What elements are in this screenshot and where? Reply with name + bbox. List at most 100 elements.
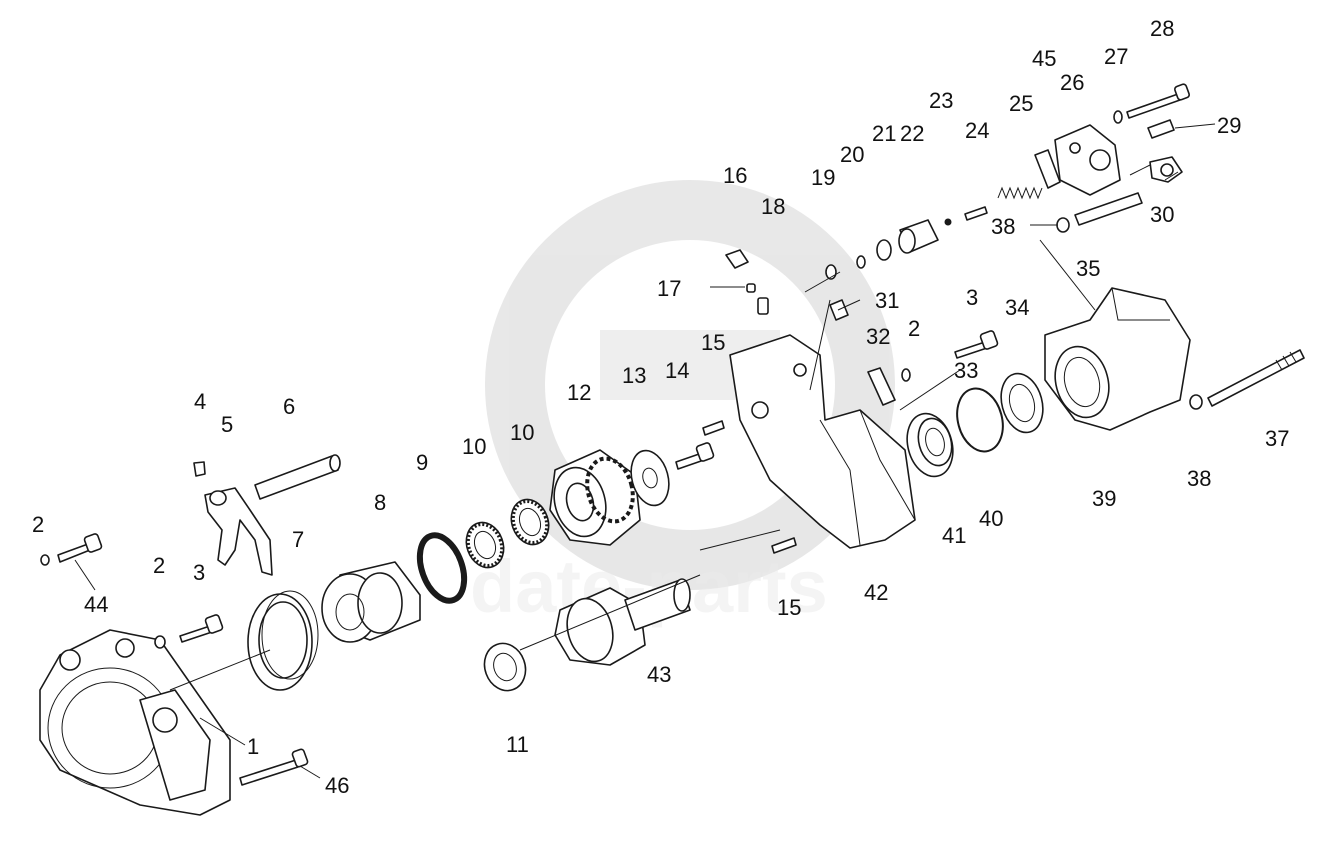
part-21-ring: [876, 239, 892, 261]
label-16: 16: [723, 163, 747, 188]
label-3-right: 3: [966, 285, 978, 310]
part-4-pin: [193, 461, 206, 477]
part-18-screw: [757, 297, 769, 315]
part-25-spring: [997, 186, 1043, 200]
label-43: 43: [647, 662, 671, 687]
label-38-lower: 38: [1187, 466, 1211, 491]
label-28: 28: [1150, 16, 1174, 41]
part-32-plate: [867, 367, 896, 406]
part-2-washer-left: [40, 554, 50, 566]
part-40-ring: [956, 387, 1004, 453]
label-31: 31: [875, 288, 899, 313]
label-29: 29: [1217, 113, 1241, 138]
part-38-nut-upper: [1056, 217, 1070, 233]
part-2-washer-mid: [154, 635, 166, 649]
part-43-shaft-gear: [554, 578, 691, 666]
part-10-needle-bearing-b: [510, 498, 550, 546]
label-40: 40: [979, 506, 1003, 531]
label-34: 34: [1005, 295, 1029, 320]
part-2-washer-right: [901, 368, 911, 382]
leader-lines: [74, 123, 1216, 779]
part-38-nut-lower: [1189, 394, 1203, 410]
part-23-ball: [944, 218, 952, 226]
part-14-bolt: [675, 442, 715, 470]
part-11-ball-bearing: [483, 642, 527, 692]
part-15-pin-upper: [702, 420, 725, 436]
label-14: 14: [665, 358, 689, 383]
label-45: 45: [1032, 46, 1056, 71]
label-12: 12: [567, 380, 591, 405]
part-44-bolt: [57, 533, 103, 563]
label-41: 41: [942, 523, 966, 548]
label-26: 26: [1060, 70, 1084, 95]
label-7: 7: [292, 527, 304, 552]
label-22: 22: [900, 121, 924, 146]
part-labels: 1 2 2 2 3 3 4 5 6 7 8 9 10 10 11 12 13 1…: [32, 16, 1289, 798]
part-46-bolt: [239, 748, 309, 786]
label-17: 17: [657, 276, 681, 301]
label-27: 27: [1104, 44, 1128, 69]
part-39-flange-housing: [1044, 287, 1191, 431]
label-30: 30: [1150, 202, 1174, 227]
label-42: 42: [864, 580, 888, 605]
part-29-fitting: [1147, 119, 1175, 139]
part-8-gear-hub: [321, 561, 421, 643]
part-7-sleeve: [247, 590, 319, 691]
label-10-b: 10: [510, 420, 534, 445]
part-13-thrust-washer: [630, 449, 670, 507]
label-37: 37: [1265, 426, 1289, 451]
part-42-main-housing: [729, 334, 916, 549]
part-16-nut: [725, 249, 749, 269]
label-11: 11: [506, 732, 529, 757]
part-5-shift-fork: [204, 487, 273, 576]
part-41-bearing: [906, 412, 954, 478]
label-10-a: 10: [462, 434, 486, 459]
part-28-bolt: [1126, 83, 1190, 119]
part-22-sleeve: [898, 219, 939, 254]
label-9: 9: [416, 450, 428, 475]
part-34-seal: [1000, 372, 1044, 434]
label-21: 21: [872, 121, 896, 146]
label-8: 8: [374, 490, 386, 515]
label-2-mid: 2: [153, 553, 165, 578]
part-12-gear: [549, 449, 641, 546]
label-4: 4: [194, 389, 206, 414]
part-24-pin: [964, 206, 988, 221]
part-3-bolt-right: [954, 330, 999, 359]
label-18: 18: [761, 194, 785, 219]
part-26-valve-body: [1054, 124, 1121, 196]
label-24: 24: [965, 118, 989, 143]
label-46: 46: [325, 773, 349, 798]
part-45-gasket: [1034, 149, 1061, 189]
part-30-nut: [1149, 156, 1183, 183]
part-10-needle-bearing-a: [465, 521, 505, 569]
label-2-left: 2: [32, 512, 44, 537]
part-17-plug: [746, 283, 756, 293]
label-15-lower: 15: [777, 595, 801, 620]
label-38-upper: 38: [991, 214, 1015, 239]
part-9-o-ring: [416, 532, 468, 604]
part-20-washer: [856, 255, 866, 269]
label-15-upper: 15: [701, 330, 725, 355]
part-6-shaft: [254, 454, 341, 500]
label-13: 13: [622, 363, 646, 388]
part-35-stud: [1074, 192, 1143, 226]
label-2-right: 2: [908, 316, 920, 341]
label-44: 44: [84, 592, 108, 617]
part-27-washer: [1113, 110, 1123, 124]
label-25: 25: [1009, 91, 1033, 116]
label-6: 6: [283, 394, 295, 419]
label-5: 5: [221, 412, 233, 437]
label-1: 1: [247, 734, 259, 759]
label-23: 23: [929, 88, 953, 113]
label-32: 32: [866, 324, 890, 349]
label-20: 20: [840, 142, 864, 167]
label-3-mid: 3: [193, 560, 205, 585]
part-37-long-stud: [1207, 349, 1305, 407]
part-3-bolt-mid: [179, 614, 224, 643]
label-39: 39: [1092, 486, 1116, 511]
label-35: 35: [1076, 256, 1100, 281]
part-1-front-cover: [39, 629, 231, 816]
